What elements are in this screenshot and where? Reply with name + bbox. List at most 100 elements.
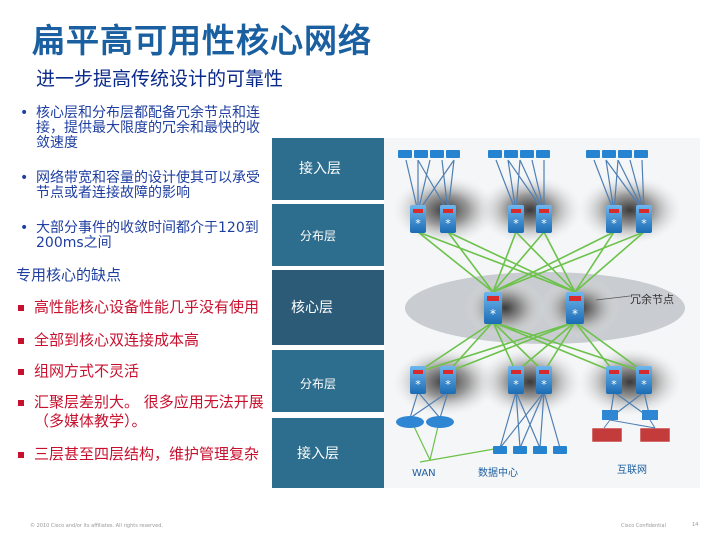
multilayer-switch-icon: * (410, 366, 426, 394)
switch-icon (488, 150, 502, 158)
core-switches: * * (484, 292, 584, 324)
distribution-layer-label-box (272, 350, 384, 412)
distribution-block-cloud (578, 176, 682, 244)
redundant-node-label: 冗余节点 (630, 292, 674, 306)
square-bullet-icon (18, 338, 24, 344)
square-bullet-icon (18, 369, 24, 375)
switch-icon (533, 446, 547, 454)
confidential-footer: Cisco Confidential (621, 523, 666, 529)
bullet-item: 网络带宽和容量的设计使其可以承受节点或者连接故障的影响 (14, 171, 269, 201)
bullet-item: 核心层和分布层都配备冗余节点和连接，提供最大限度的冗余和最快的收敛速度 (14, 106, 269, 151)
layer-label-distribution-bottom: 分布层 (300, 377, 336, 391)
wan-label: WAN (412, 468, 436, 479)
switch-icon (618, 150, 632, 158)
router-icon (602, 410, 618, 420)
drawback-item: 三层甚至四层结构，维护管理复杂 (16, 445, 264, 464)
svg-text:*: * (641, 217, 647, 230)
switch-icon (493, 446, 507, 454)
square-bullet-icon (18, 400, 24, 406)
multilayer-switch-icon: * (536, 205, 552, 233)
layer-label-access-top: 接入层 (299, 160, 341, 177)
drawback-item: 汇聚层差别大。 很多应用无法开展（多媒体教学）。 (16, 393, 264, 431)
svg-text:*: * (513, 217, 519, 230)
svg-text:*: * (572, 307, 578, 321)
svg-text:*: * (513, 378, 519, 391)
switch-icon (513, 446, 527, 454)
layer-label-core: 核心层 (291, 300, 333, 316)
router-icon (642, 410, 658, 420)
firewall-icon (639, 427, 671, 443)
switch-icon (504, 150, 518, 158)
slide-title: 扁平高可用性核心网络 (32, 21, 372, 60)
core-switch-icon: * (484, 292, 502, 324)
switch-icon (634, 150, 648, 158)
core-switch-icon: * (566, 292, 584, 324)
multilayer-switch-icon: * (606, 205, 622, 233)
wan-routers (396, 416, 454, 428)
multilayer-switch-icon: * (536, 366, 552, 394)
switch-icon (398, 150, 412, 158)
svg-text:*: * (415, 378, 421, 391)
switch-icon (536, 150, 550, 158)
access-layer-label-box (272, 138, 384, 200)
internet-label: 互联网 (617, 464, 647, 476)
distribution-block-cloud (578, 348, 682, 416)
router-icon (426, 416, 454, 428)
svg-text:*: * (611, 217, 617, 230)
drawback-item: 高性能核心设备性能几乎没有使用 (16, 298, 264, 317)
router-icon (396, 416, 424, 428)
svg-text:*: * (445, 217, 451, 230)
multilayer-switch-icon: * (440, 205, 456, 233)
distribution-block-cloud (478, 176, 582, 244)
switch-icon (520, 150, 534, 158)
multilayer-switch-icon: * (440, 366, 456, 394)
datacenter-label: 数据中心 (478, 466, 518, 479)
slide-subtitle: 进一步提高传统设计的可靠性 (36, 68, 284, 90)
multilayer-switch-icon: * (508, 366, 524, 394)
switch-icon (430, 150, 444, 158)
core-layer-label-box (272, 270, 384, 345)
core-distribution-links-bottom (417, 321, 645, 373)
distribution-core-links-top (417, 231, 645, 293)
multilayer-switch-icon: * (508, 205, 524, 233)
access-distribution-links-top (405, 159, 645, 213)
multilayer-switch-icon: * (636, 205, 652, 233)
firewall-icon (591, 427, 623, 443)
access-switch-row (398, 150, 648, 158)
access-layer-label-box (272, 418, 384, 488)
multilayer-switch-icon: * (606, 366, 622, 394)
bullet-item: 大部分事件的收敛时间都介于120到200ms之间 (14, 221, 269, 251)
multilayer-switch-icon: * (410, 205, 426, 233)
distribution-block-cloud (478, 348, 582, 416)
svg-text:*: * (445, 378, 451, 391)
section-heading: 专用核心的缺点 (16, 266, 122, 284)
switch-icon (586, 150, 600, 158)
distribution-switches-bottom: * * * * * * (410, 366, 652, 394)
square-bullet-icon (18, 452, 24, 458)
switch-icon (414, 150, 428, 158)
layer-label-access-bottom: 接入层 (297, 445, 339, 462)
switch-icon (602, 150, 616, 158)
switch-icon (553, 446, 567, 454)
layer-label-distribution-top: 分布层 (300, 229, 336, 243)
svg-text:*: * (611, 378, 617, 391)
svg-text:*: * (415, 217, 421, 230)
multilayer-switch-icon: * (636, 366, 652, 394)
svg-text:*: * (541, 217, 547, 230)
distribution-switches-top: * * * * * * (410, 205, 652, 233)
distribution-layer-label-box (272, 204, 384, 266)
drawback-item: 组网方式不灵活 (16, 362, 264, 381)
top-bullet-list: 核心层和分布层都配备冗余节点和连接，提供最大限度的冗余和最快的收敛速度 网络带宽… (14, 106, 269, 271)
svg-text:*: * (641, 378, 647, 391)
drawback-item: 全部到核心双连接成本高 (16, 331, 264, 350)
copyright-footer: © 2010 Cisco and/or its affiliates. All … (30, 523, 163, 529)
square-bullet-icon (18, 305, 24, 311)
svg-text:*: * (541, 378, 547, 391)
page-number: 14 (692, 522, 699, 528)
edge-links-bottom (409, 391, 651, 449)
svg-text:*: * (490, 307, 496, 321)
switch-icon (446, 150, 460, 158)
datacenter-switches (493, 446, 567, 454)
drawback-bullet-list: 高性能核心设备性能几乎没有使用 全部到核心双连接成本高 组网方式不灵活 汇聚层差… (16, 298, 264, 464)
